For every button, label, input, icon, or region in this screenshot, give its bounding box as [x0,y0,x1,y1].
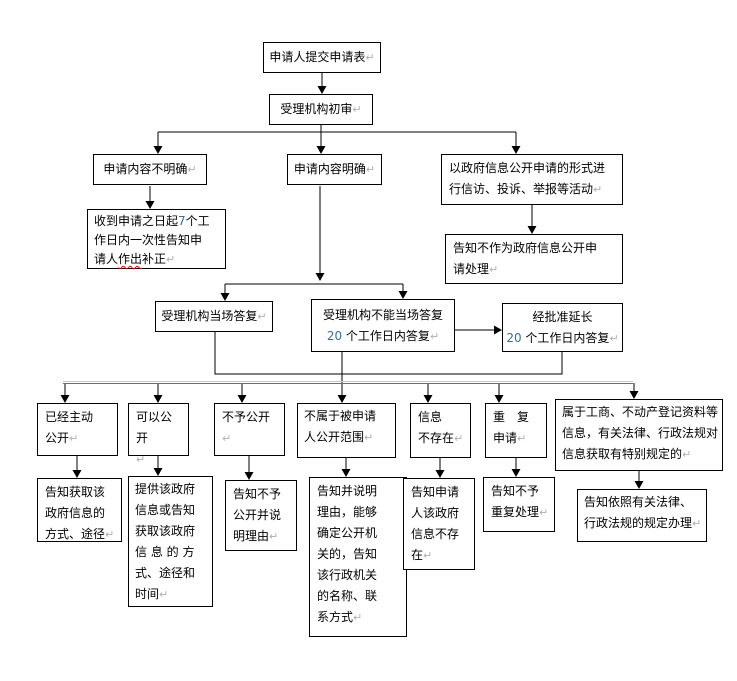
return-mark: ↵ [257,310,267,323]
return-mark: ↵ [692,517,702,530]
spellcheck-marked-text: 作出 [118,252,143,266]
arrowheads [60,86,644,489]
node-handle-per-laws-regulations: 告知依照有关法律、 行政法规的规定办理↵ [577,489,707,542]
node-label: 不予公开↵ [222,410,271,445]
edge-lines [64,73,640,482]
return-mark: ↵ [364,431,374,444]
return-mark: ↵ [222,432,232,445]
node-submit-application: 申请人提交申请表↵ [263,42,381,73]
workdays-20: 20 [506,330,522,345]
return-mark: ↵ [539,506,549,519]
node-label: 属于工商、不动产登记资料等 信息，有关法律、行政法规对 信息获取有特别规定的↵ [562,405,719,461]
node-not-treated-as-disclosure-request: 告知不作为政府信息公开申 请处理↵ [445,234,623,284]
node-label: 重 复 申请↵ [493,410,530,445]
node-label: 受理机构不能当场答复 20 个工作日内答复↵ [322,307,443,343]
return-mark: ↵ [365,51,375,64]
node-label: 经批准延长 20 个工作日内答复↵ [506,309,619,345]
node-content-unclear: 申请内容不明确↵ [93,154,207,185]
return-mark: ↵ [517,432,527,445]
node-label: 告知不予 重复处理↵ [491,484,549,519]
node-provide-info-or-inform-method-time: 提供该政府 信息或告知 获取该政府 信 息 的 方 式、途径和 时间↵ [128,476,213,607]
node-content-clear: 申请内容明确↵ [287,154,382,185]
node-label: 告知申请 人该政府 信息不存 在↵ [411,485,460,562]
return-mark: ↵ [593,183,603,196]
node-petition-complaint-report: 以政府信息公开申请的形式进 行信访、投诉、举报等活动↵ [441,154,623,205]
node-label: 告知不作为政府信息公开申 请处理↵ [453,241,598,276]
node-inform-no-repeat-processing: 告知不予 重复处理↵ [483,477,555,532]
node-special-regulated-records: 属于工商、不动产登记资料等 信息，有关法律、行政法规对 信息获取有特别规定的↵ [555,399,723,471]
workdays-20: 20 [326,328,343,343]
return-mark: ↵ [69,432,79,445]
return-mark: ↵ [609,331,619,345]
node-information-not-exist: 信息 不存在↵ [410,403,471,458]
node-notify-supplement-correction: 收到申请之日起7个工 作日内一次性告知申 请人作出补正↵ [87,209,226,269]
return-mark: ↵ [682,448,692,461]
node-label: 已经主动 公开↵ [45,410,94,445]
node-inform-access-method: 告知获取该 政府信息的 方式、途径↵ [37,478,122,542]
node-label: 申请内容明确↵ [293,162,376,176]
return-mark: ↵ [136,453,146,466]
node-label: 可以公开 ↵ [136,410,173,466]
node-inform-refusal-with-reasons: 告知不予 公开并说 明理由↵ [225,480,297,551]
return-mark: ↵ [269,530,279,543]
node-label: 受理机构当场答复↵ [161,309,267,323]
node-label: 信息 不存在↵ [418,410,464,445]
workdays-7: 7 [178,214,186,228]
node-approved-extension-20-days: 经批准延长 20 个工作日内答复↵ [502,303,623,352]
return-mark: ↵ [454,432,464,445]
return-mark: ↵ [489,263,499,276]
node-label: 告知获取该 政府信息的 方式、途径↵ [45,485,115,541]
return-mark: ↵ [423,549,433,562]
node-label: 告知依照有关法律、 行政法规的规定办理↵ [584,495,702,530]
return-mark: ↵ [159,588,169,601]
return-mark: ↵ [429,329,440,343]
node-inform-info-not-exist: 告知申请 人该政府 信息不存 在↵ [403,478,475,570]
node-reply-on-spot: 受理机构当场答复↵ [155,301,273,332]
node-inform-reason-and-authority-contact: 告知并说明 理由，能够 确定公开机 关的，告知 该行政机关 的名称、联 系方式↵ [309,477,407,637]
node-label: 申请内容不明确↵ [103,162,197,176]
node-label: 申请人提交申请表↵ [269,50,375,64]
node-label: 告知并说明 理由，能够 确定公开机 关的，告知 该行政机关 的名称、联 系方式↵ [317,484,378,624]
node-already-proactively-disclosed: 已经主动 公开↵ [37,403,118,456]
node-label: 受理机构初审↵ [280,102,362,116]
node-preliminary-review: 受理机构初审↵ [269,94,373,125]
distribution-line [63,380,633,385]
return-mark: ↵ [365,163,376,176]
node-label: 告知不予 公开并说 明理由↵ [233,487,282,543]
node-label: 收到申请之日起7个工 作日内一次性告知申 请人作出补正↵ [94,214,210,266]
node-outside-disclosure-scope: 不属于被申请 人公开范围↵ [297,403,396,458]
node-label: 不属于被申请 人公开范围↵ [304,409,377,444]
node-can-be-disclosed: 可以公开 ↵ [128,403,189,466]
node-label: 以政府信息公开申请的形式进 行信访、投诉、举报等活动↵ [449,161,606,196]
node-repeated-application: 重 复 申请↵ [485,403,547,458]
return-mark: ↵ [353,611,363,624]
return-mark: ↵ [105,528,115,541]
return-mark: ↵ [166,253,176,266]
return-mark: ↵ [187,163,197,176]
node-label: 提供该政府 信息或告知 获取该政府 信 息 的 方 式、途径和 时间↵ [135,482,196,601]
node-reply-within-20-days: 受理机构不能当场答复 20 个工作日内答复↵ [311,299,455,352]
node-not-to-be-disclosed: 不予公开↵ [214,403,285,456]
return-mark: ↵ [352,103,362,116]
